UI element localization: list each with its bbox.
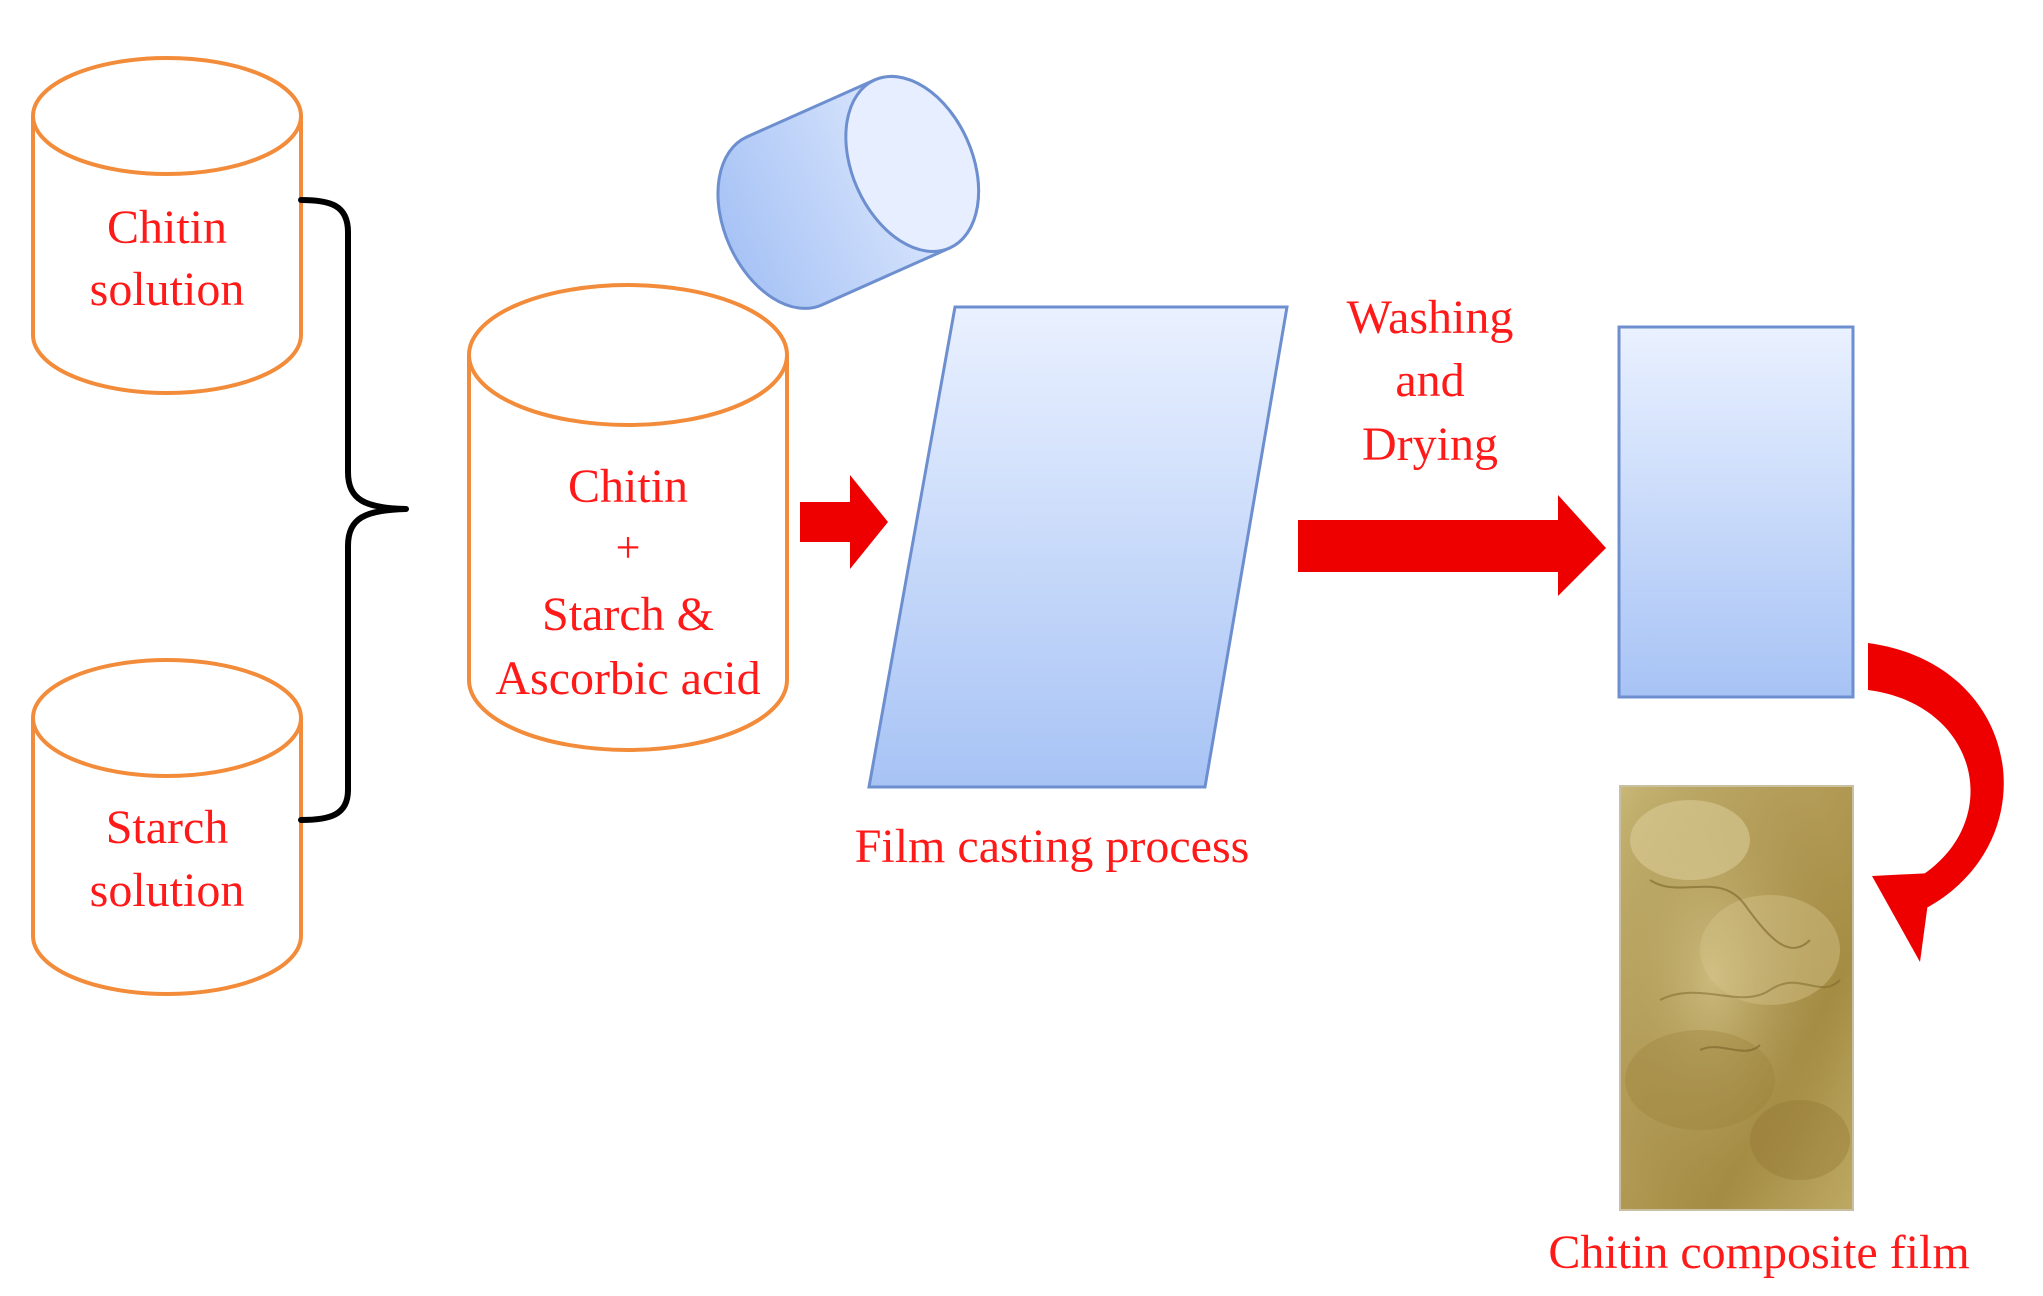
chitin-solution-container: Chitin solution	[31, 56, 303, 395]
chitin-film-photo	[1619, 785, 1854, 1211]
arrow-to-dried-film	[1298, 495, 1606, 596]
mixture-label-line2: +	[616, 523, 641, 572]
combine-bracket	[298, 197, 409, 823]
washing-drying-label-line3: Drying	[1362, 418, 1498, 471]
mixture-label-line1: Chitin	[568, 460, 688, 513]
chitin-composite-film-label: Chitin composite film	[1548, 1226, 1969, 1279]
washing-drying-label-line2: and	[1395, 354, 1464, 407]
starch-solution-label-line1: Starch	[106, 801, 229, 854]
starch-solution-label-line2: solution	[90, 864, 245, 917]
chitin-solution-label-line1: Chitin	[107, 201, 227, 254]
arrow-to-casting	[800, 475, 888, 569]
dried-film-sheet	[1617, 325, 1855, 699]
film-casting-sheet	[867, 305, 1289, 789]
mixture-label-line3: Starch &	[542, 588, 714, 641]
mixture-container: Chitin + Starch & Ascorbic acid	[467, 283, 789, 752]
mixture-label-line4: Ascorbic acid	[495, 652, 760, 705]
washing-drying-label-line1: Washing	[1347, 291, 1514, 344]
tilted-cylinder-icon	[716, 74, 981, 310]
chitin-solution-label-line2: solution	[90, 263, 245, 316]
film-casting-label: Film casting process	[855, 820, 1250, 873]
starch-solution-container: Starch solution	[31, 658, 303, 996]
curved-arrow	[1868, 643, 2004, 962]
